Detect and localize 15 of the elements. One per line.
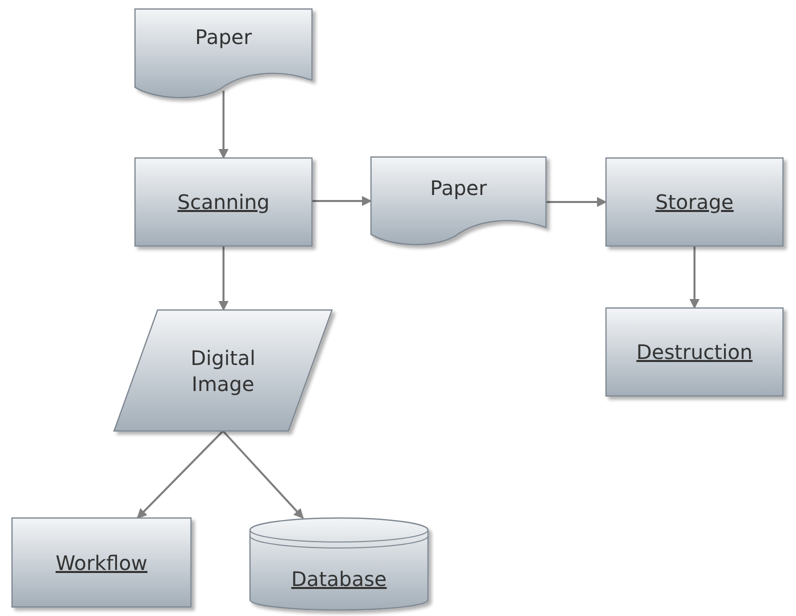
- node-label: Digital Image: [190, 344, 256, 396]
- arrow: [546, 197, 607, 207]
- node-label: Storage: [655, 189, 734, 215]
- node-label: Destruction: [636, 339, 753, 365]
- node-label: Database: [291, 566, 387, 592]
- arrow: [136, 430, 224, 519]
- arrow: [312, 196, 372, 206]
- arrow: [218, 246, 228, 311]
- arrow: [690, 246, 700, 309]
- node-label: Scanning: [177, 189, 270, 215]
- arrow: [222, 430, 304, 519]
- node-label: Paper: [430, 175, 487, 201]
- node-label: Paper: [195, 24, 252, 50]
- arrow: [218, 90, 228, 159]
- node-label: Workflow: [56, 550, 148, 576]
